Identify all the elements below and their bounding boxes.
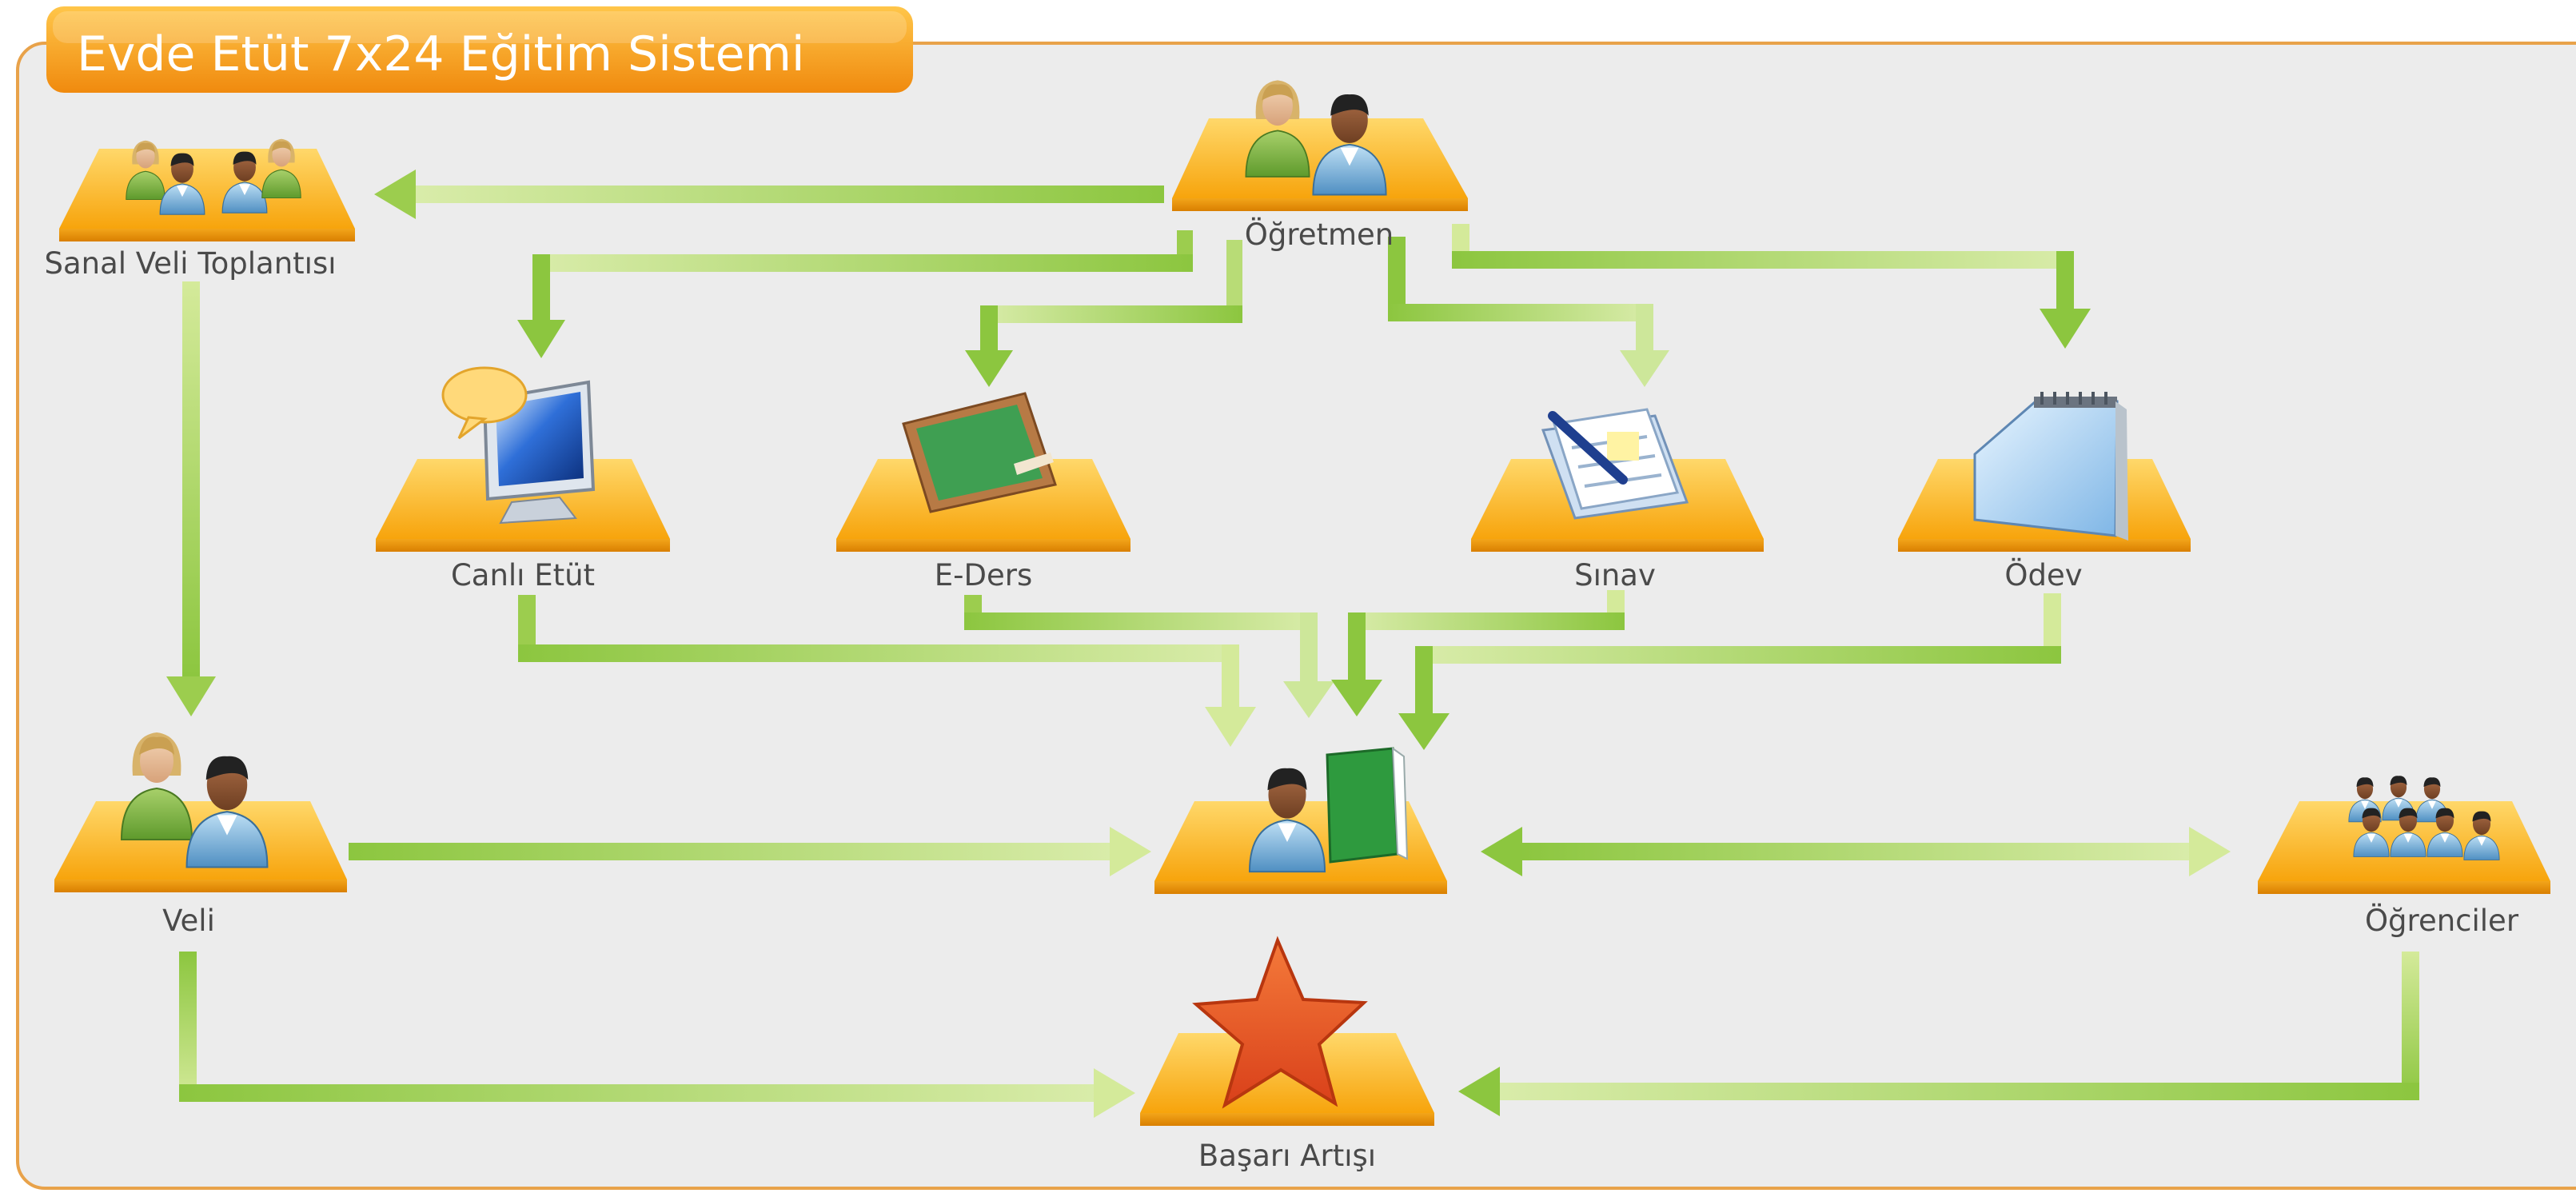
chalkboard-icon bbox=[902, 392, 1057, 513]
arrow-teacher-to-meeting bbox=[374, 170, 1164, 219]
notepad-icon bbox=[1973, 392, 2128, 541]
title-banner: Evde Etüt 7x24 Eğitim Sistemi bbox=[46, 6, 913, 93]
node-students: Öğrenciler bbox=[2258, 775, 2550, 938]
node-student bbox=[1154, 746, 1447, 894]
diagram-title: Evde Etüt 7x24 Eğitim Sistemi bbox=[77, 26, 805, 82]
node-label-meeting: Sanal Veli Toplantısı bbox=[44, 246, 336, 281]
node-label-live-study: Canlı Etüt bbox=[451, 558, 595, 593]
arrow-exam-to-student bbox=[1331, 590, 1625, 716]
node-elesson: E-Ders bbox=[836, 392, 1130, 593]
node-virtual-parent-meeting: Sanal Veli Toplantısı bbox=[44, 138, 355, 281]
node-live-study: Canlı Etüt bbox=[376, 366, 670, 593]
arrow-student-peers bbox=[1481, 827, 2231, 876]
arrow-live-study-to-student bbox=[518, 595, 1256, 747]
arrow-teacher-to-exam bbox=[1388, 237, 1669, 387]
node-homework: Ödev bbox=[1898, 392, 2191, 593]
node-label-elesson: E-Ders bbox=[935, 558, 1032, 593]
arrow-teacher-to-homework bbox=[1452, 224, 2091, 349]
node-label-parent: Veli bbox=[162, 904, 215, 938]
platform bbox=[59, 149, 355, 241]
node-label-teacher: Öğretmen bbox=[1245, 217, 1394, 252]
arrow-homework-to-student bbox=[1398, 593, 2061, 750]
arrow-elesson-to-student bbox=[964, 595, 1334, 718]
node-teacher: Öğretmen bbox=[1172, 79, 1468, 252]
node-label-homework: Ödev bbox=[2004, 558, 2082, 593]
student-book-icon bbox=[1248, 746, 1409, 873]
node-parent: Veli bbox=[54, 732, 347, 938]
node-label-students: Öğrenciler bbox=[2365, 904, 2519, 938]
arrow-meeting-to-parent bbox=[166, 281, 216, 716]
star-icon bbox=[1192, 936, 1368, 1109]
connectors bbox=[166, 170, 2419, 1118]
monitor-chat-icon bbox=[441, 366, 596, 525]
platform bbox=[376, 459, 670, 552]
arrow-teacher-to-live-study bbox=[517, 230, 1193, 358]
platform bbox=[1172, 118, 1468, 211]
node-success: Başarı Artışı bbox=[1140, 936, 1434, 1173]
node-label-success: Başarı Artışı bbox=[1198, 1139, 1376, 1173]
arrow-teacher-to-elesson bbox=[965, 240, 1242, 387]
arrow-parent-to-success bbox=[179, 952, 1135, 1118]
node-exam: Sınav bbox=[1471, 408, 1764, 593]
arrow-parent-to-student bbox=[349, 827, 1151, 876]
arrow-students-to-success bbox=[1458, 952, 2419, 1116]
node-label-exam: Sınav bbox=[1574, 558, 1656, 593]
exam-papers-icon bbox=[1541, 408, 1689, 520]
